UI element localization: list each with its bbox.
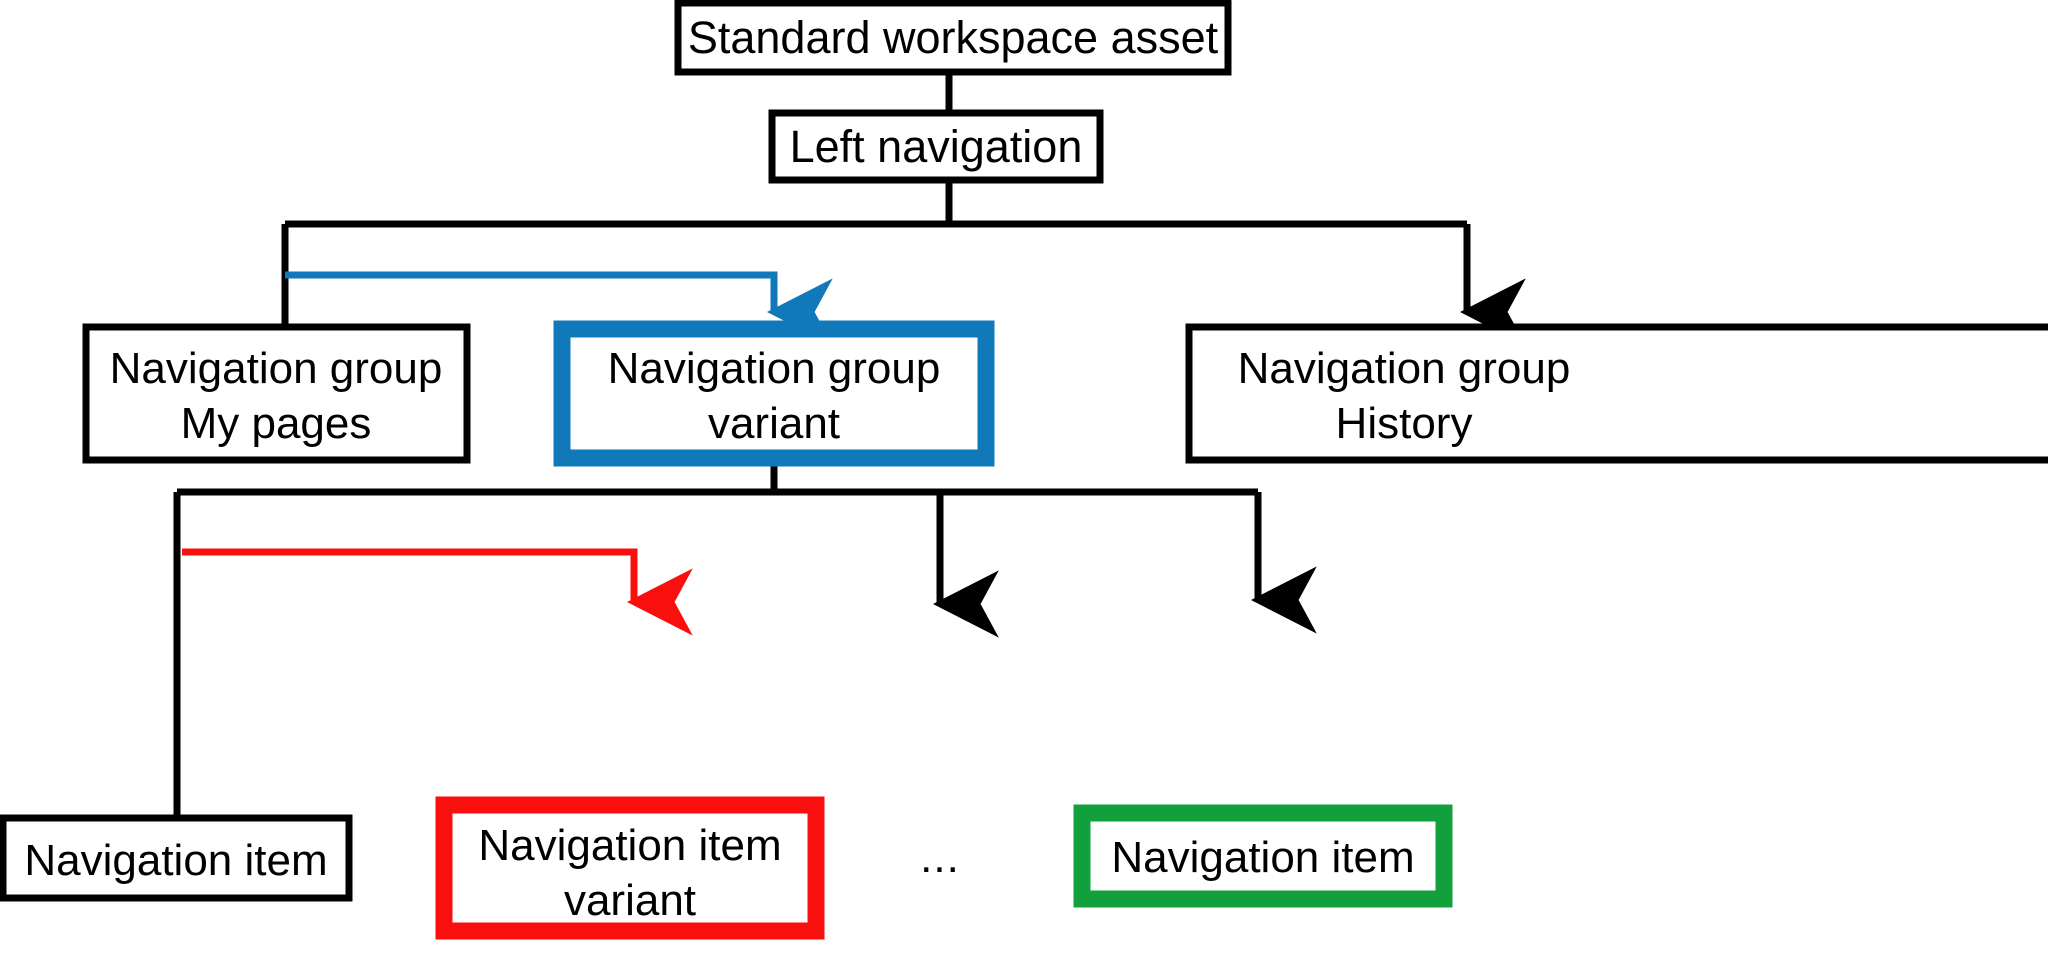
node-navigation-group-variant-line1: Navigation group <box>608 344 941 393</box>
node-navigation-group-my-pages-box[interactable] <box>82 323 471 464</box>
node-navigation-group-my-pages-line1: Navigation group <box>110 344 443 393</box>
node-standard-workspace-asset-box[interactable] <box>674 0 1232 76</box>
node-navigation-item-variant-line1: Navigation item <box>478 821 781 870</box>
node-navigation-item-variant-line2: variant <box>564 876 696 925</box>
node-navigation-group-history-line2: History <box>1336 399 1473 448</box>
node-navigation-item-ellipsis-label: ... <box>920 833 960 882</box>
edge-item-variant-highlight <box>182 548 693 636</box>
node-navigation-group-variant-line2: variant <box>708 399 840 448</box>
node-navigation-item[interactable]: Navigation item <box>0 814 353 902</box>
edge-item-variant-highlight-path <box>182 548 693 636</box>
node-navigation-item-green[interactable]: Navigation item <box>1073 804 1453 908</box>
connector-layer <box>173 72 1526 818</box>
node-navigation-item-variant-highlight-border[interactable] <box>435 796 825 940</box>
node-left-navigation-box[interactable] <box>768 109 1104 184</box>
node-navigation-item-label: Navigation item <box>24 836 327 885</box>
node-navigation-group-history[interactable]: Navigation group History <box>1185 323 2048 464</box>
node-navigation-item-ellipsis: ... <box>920 833 960 882</box>
node-navigation-item-green-label: Navigation item <box>1111 833 1414 882</box>
node-left-navigation[interactable]: Left navigation <box>768 109 1104 184</box>
node-navigation-group-variant-highlight-border[interactable] <box>553 320 995 467</box>
node-navigation-item-green-highlight-border[interactable] <box>1073 804 1453 908</box>
node-standard-workspace-asset[interactable]: Standard workspace asset <box>674 0 1232 76</box>
node-navigation-item-variant[interactable]: Navigation item variant <box>435 796 825 940</box>
node-navigation-group-history-box[interactable] <box>1185 323 2048 464</box>
node-navigation-group-variant[interactable]: Navigation group variant <box>553 320 995 467</box>
edge-variant-highlight <box>285 271 833 346</box>
node-left-navigation-label: Left navigation <box>790 121 1083 172</box>
node-navigation-group-my-pages-line2: My pages <box>181 399 372 448</box>
edge-variant-highlight-path <box>285 271 833 346</box>
node-navigation-item-box[interactable] <box>0 814 353 902</box>
node-navigation-group-my-pages[interactable]: Navigation group My pages <box>82 323 471 464</box>
node-navigation-group-history-line1: Navigation group <box>1238 344 1571 393</box>
node-standard-workspace-asset-label: Standard workspace asset <box>688 12 1219 63</box>
